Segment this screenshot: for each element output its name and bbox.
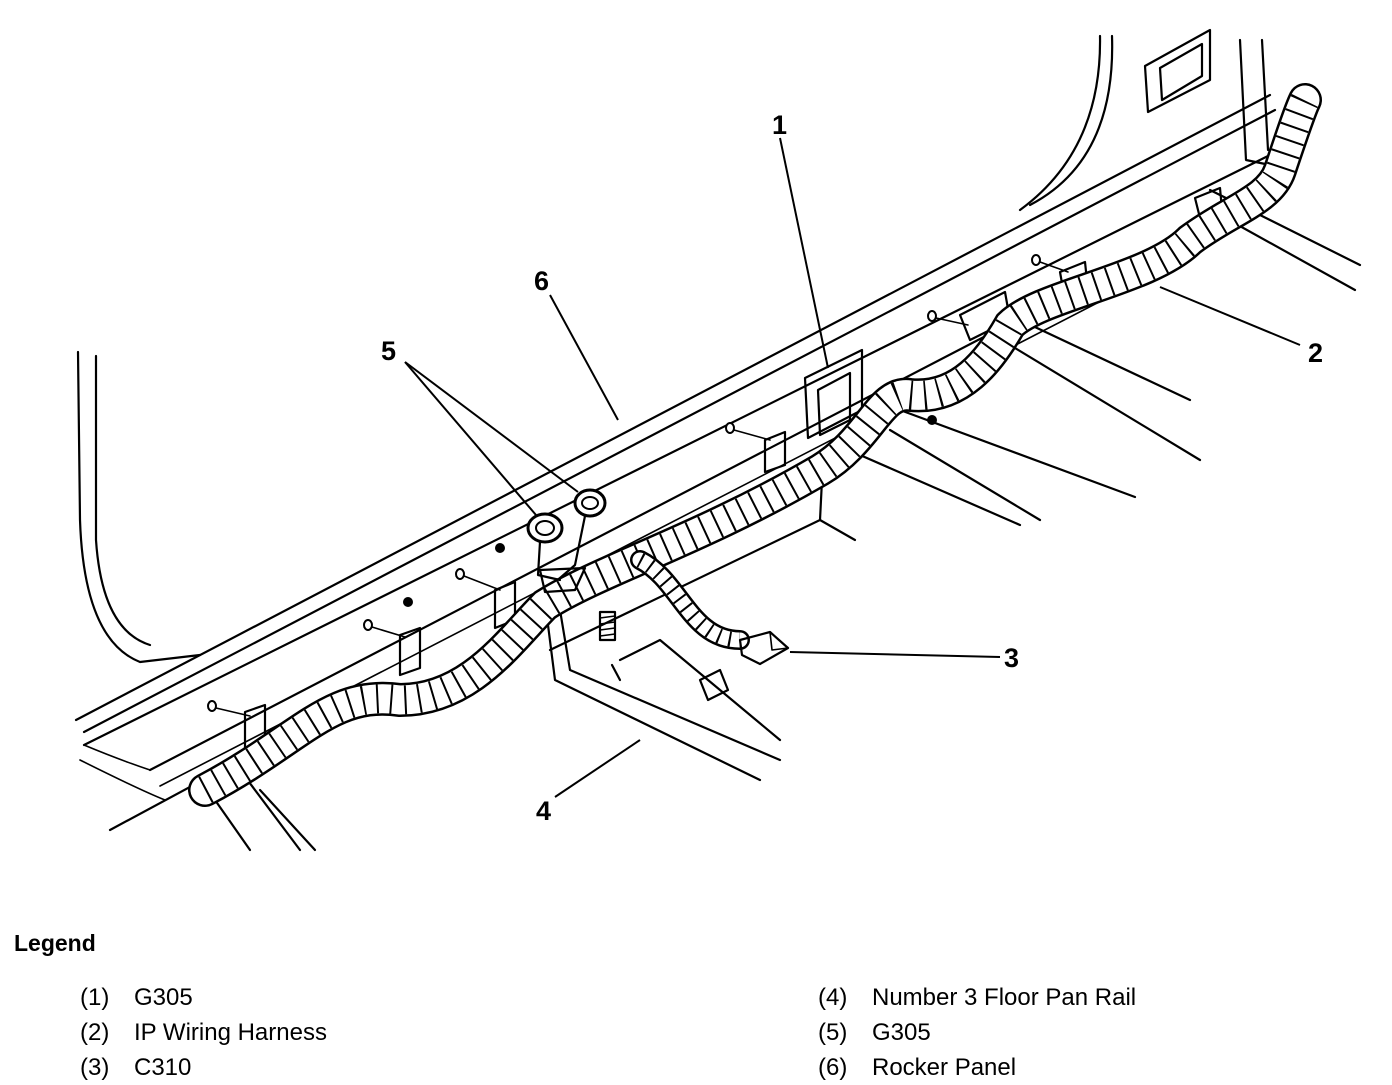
legend-item-number: (2): [80, 1019, 110, 1046]
legend-item-label: IP Wiring Harness: [134, 1019, 327, 1046]
callout-1: 1: [772, 110, 787, 140]
legend-item: (3) C310: [80, 1050, 327, 1085]
legend-item-number: (5): [818, 1019, 848, 1046]
legend-item-label: G305: [872, 1019, 931, 1046]
legend-item-number: (3): [80, 1054, 110, 1081]
door-opening-outline: [76, 350, 202, 664]
callout-6: 6: [534, 266, 549, 296]
legend-column-right: (4) Number 3 Floor Pan Rail (5) G305 (6) Ro…: [818, 980, 1136, 1085]
callout-5: 5: [381, 336, 396, 366]
callout-4: 4: [536, 796, 551, 826]
ip-wiring-harness: [188, 83, 1322, 807]
legend-item: (6) Rocker Panel: [818, 1050, 1136, 1085]
leader-lines: [404, 137, 1301, 798]
legend-item-label: Number 3 Floor Pan Rail: [872, 984, 1137, 1011]
floor-pan-rails: [79, 188, 1362, 852]
c310-connector: [738, 630, 790, 666]
legend-item-label: G305: [134, 984, 193, 1011]
legend-item: (2) IP Wiring Harness: [80, 1015, 327, 1050]
rear-body-panel: [1018, 28, 1272, 212]
legend-item-number: (4): [818, 984, 848, 1011]
legend-item-label: Rocker Panel: [872, 1054, 1017, 1081]
callout-2: 2: [1308, 338, 1323, 368]
legend-item: (4) Number 3 Floor Pan Rail: [818, 980, 1136, 1015]
g305-ground-terminals: [526, 488, 617, 642]
harness-routing-diagram: 1 2 3 4 5 6: [74, 28, 1362, 852]
legend-item: (5) G305: [818, 1015, 1136, 1050]
legend-title: Legend: [14, 930, 96, 956]
callout-3: 3: [1004, 643, 1019, 673]
legend-item-number: (6): [818, 1054, 848, 1081]
fastener-markers: [207, 254, 1069, 717]
rocker-panel: [74, 93, 1292, 787]
legend-item-number: (1): [80, 984, 110, 1011]
legend-item-label: C310: [134, 1054, 192, 1081]
legend: Legend (1) G305 (2) IP Wiring Harness (3) C…: [14, 930, 1374, 1081]
legend-column-left: (1) G305 (2) IP Wiring Harness (3) C310: [80, 980, 327, 1085]
legend-item: (1) G305: [80, 980, 327, 1015]
